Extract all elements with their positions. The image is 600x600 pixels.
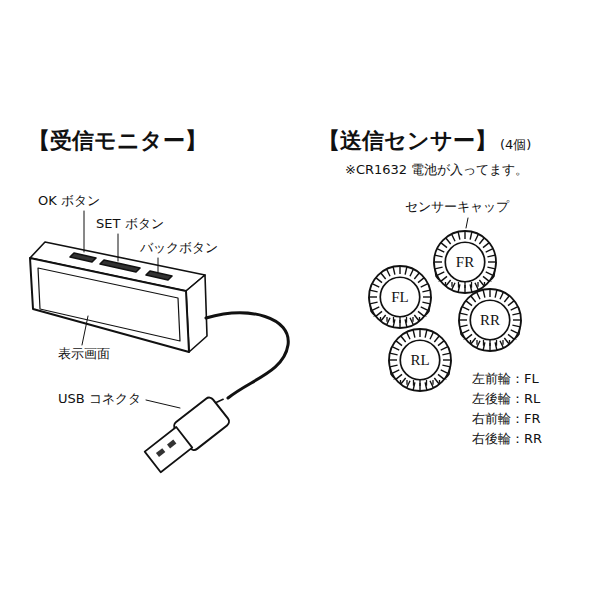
sensor-cap-body [434, 231, 496, 293]
wheel-position-note: 左前輪：FL [472, 372, 539, 387]
leader-lines [82, 211, 468, 408]
sensor-cap-body [389, 329, 451, 391]
part-label: 表示画面 [58, 347, 110, 362]
battery-note: ※CR1632 電池が入ってます。 [345, 163, 528, 178]
wheel-code: FR [454, 252, 476, 273]
sensor-cap: FL [379, 276, 421, 318]
wheel-position-note: 左後輪：RL [472, 392, 540, 407]
wheel-code: RR [478, 310, 502, 331]
monitor-front [30, 258, 189, 352]
sensor-cap: RL [399, 339, 441, 381]
part-label: センサーキャップ [405, 200, 509, 215]
display-screen [38, 268, 180, 341]
sensor-cap-bodies [369, 231, 521, 391]
set-button [100, 260, 140, 272]
part-label: USB コネクタ [58, 392, 141, 407]
section-heading: 【送信センサー】 [318, 128, 497, 153]
ok-button [70, 253, 96, 262]
back-button [146, 271, 172, 280]
wheel-code: RL [408, 350, 431, 371]
wheel-position-note: 右前輪：FR [472, 412, 541, 427]
sensor-cap: FR [444, 241, 486, 283]
wheel-code: FL [389, 287, 411, 308]
wheel-position-note: 右後輪：RR [472, 432, 542, 447]
sensor-cap: RR [469, 299, 511, 341]
part-label: OK ボタン [38, 194, 100, 209]
part-label: SET ボタン [96, 217, 164, 232]
sensor-cap-body [369, 266, 431, 328]
usb-plug [142, 391, 237, 476]
quantity-note: (4個) [500, 138, 531, 153]
section-heading: 【受信モニター】 [28, 128, 207, 153]
part-label: バックボタン [140, 241, 218, 256]
sensor-cap-body [459, 289, 521, 351]
usb-cable [206, 313, 288, 398]
